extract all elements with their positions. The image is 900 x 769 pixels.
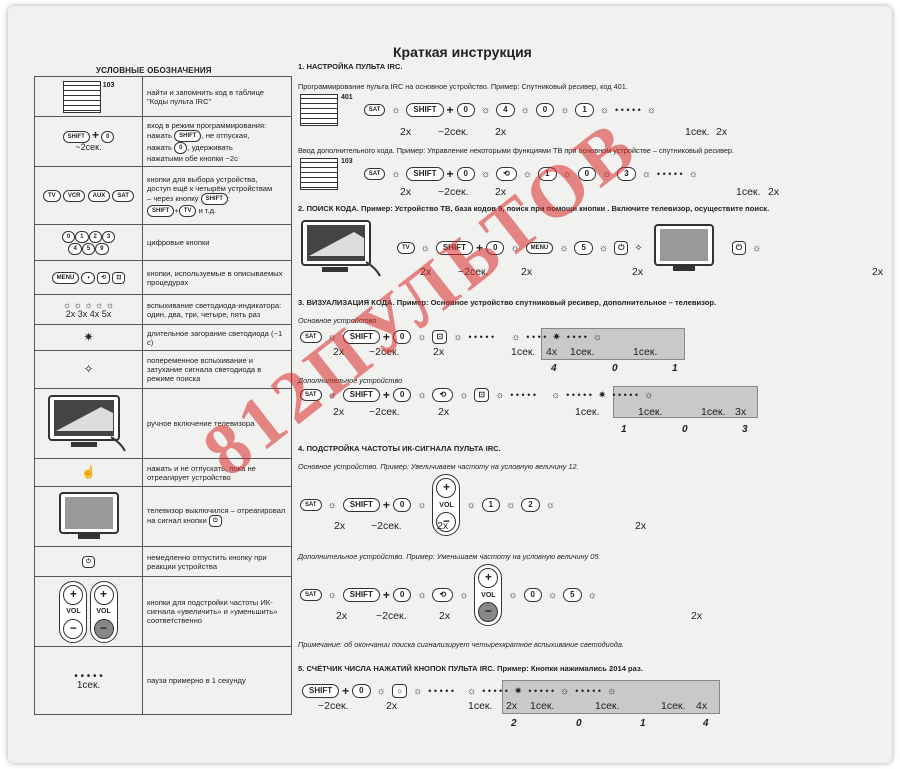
legend-row: TV VCR AUX SAT кнопки для выбора устройс… [34,166,292,225]
tv-train-icon [47,394,126,451]
section-2-seq: TV☼ SHIFT+0☼ MENU☼ 5☼ ⏻✧ ⏻☼ [298,218,764,278]
legend-row: ☝ нажать и не отпускать, пока не отреаги… [34,458,292,487]
legend-row: ✷ длительное загорание светодиода (~1 с) [34,324,292,351]
visualization-box-2 [613,386,758,418]
section-3-seq1: SAT☼ SHIFT+0☼ ⊡☼• • • • • ☼• • • •✷• • •… [300,330,605,344]
vol-up-icon: +VOL− [432,474,461,536]
legend-row: +VOL− +VOL− кнопки для подстройки частот… [34,576,292,647]
legend-row: ☼ ☼ ☼ ☼ ☼2x 3x 4x 5x вспыхивание светоди… [34,294,292,325]
instruction-sheet: Краткая инструкция УСЛОВНЫЕ ОБОЗНАЧЕНИЯ … [8,6,892,763]
shift-key-icon: SHIFT [147,204,175,217]
section-1-line1: Программирование пульта IRC на основное … [298,82,628,91]
aux-key-icon: AUX [87,189,111,202]
cycle-key-icon: ⟲ [496,167,517,181]
section-4-seq2: SAT☼ SHIFT+0☼ ⟲☼ +VOL−☼ 0☼ 5☼ [300,564,600,626]
cycle-key-icon: ⟲ [97,271,111,284]
power-release-icon: ⏻ [82,555,95,568]
section-1-seq1: 401 SAT☼ SHIFT+0☼ 4☼ 0☼ 1☼• • • • •☼ [300,94,659,126]
legend-row: SHIFT + 0~2сек. вход в режим программиро… [34,116,292,167]
section-1-line2: Ввод дополнительного кода. Пример: Управ… [298,146,735,155]
led-search-icon: ✧ [83,361,94,376]
contrast-key-icon: ◑ [81,271,96,284]
counter-box [502,680,720,714]
sat-key-icon: SAT [363,104,386,116]
tv-off-icon [58,491,119,539]
section-1-heading: 1. НАСТРОЙКА ПУЛЬТА IRC. [298,62,403,71]
zero-key-icon: 0 [174,141,188,154]
section-5-seq: SHIFT+0☼ ☼☼• • • • • ☼• • • • •✷• • • • … [302,684,619,698]
section-3-seq2: SAT☼ SHIFT+0☼ ⟲☼ ⊡☼• • • • • ☼• • • • •✷… [300,388,656,402]
tv-key-icon: TV [43,189,61,202]
cycle-key-icon: ⟲ [432,588,454,602]
section-5-heading: 5. СЧЁТЧИК ЧИСЛА НАЖАТИЙ КНОПОК ПУЛЬТА I… [298,664,643,673]
legend-row: • • • • •1сек. пауза примерно в 1 секунд… [34,646,292,715]
section-1-seq2: 103 SAT☼ SHIFT+0☼ ⟲☼ 1☼ 0☼ 3☼• • • • •☼ [300,158,701,190]
code-book-icon [300,94,338,126]
vcr-key-icon: VCR [62,189,86,202]
shift-key-icon: SHIFT [200,192,228,205]
screen-key-icon: ⊡ [474,388,490,402]
screen-key-icon: ⊡ [432,330,448,344]
power-key-icon: ⏻ [731,241,747,255]
tv-key-icon: TV [178,204,197,217]
menu-key-icon: MENU [51,271,80,284]
legend-row: телевизор выключился – отреагировал на с… [34,486,292,547]
sat-key-icon: SAT [112,189,134,202]
shift-key-icon: SHIFT [174,129,202,142]
vol-up-icon: +VOL− [59,580,88,643]
visualization-box-1 [541,328,685,360]
section-3-heading: 3. ВИЗУАЛИЗАЦИЯ КОДА. Пример: Основное у… [298,298,717,307]
legend-header: УСЛОВНЫЕ ОБОЗНАЧЕНИЯ [96,66,212,75]
code-book-icon [62,80,101,113]
legend-row: ✧ попеременное вспыхивание и затухание с… [34,350,292,389]
legend-row: MENU ◑ ⟲ ⊡ кнопки, используемые в описыв… [34,260,292,295]
section-4-heading: 4. ПОДСТРОЙКА ЧАСТОТЫ ИК-СИГНАЛА ПУЛЬТА … [298,444,501,453]
vol-down-icon: +VOL− [89,580,118,643]
hand-press-icon: ☝ [81,464,96,479]
led-icon: ☼ [391,104,401,116]
power-key-icon: ⏻ [614,241,629,255]
vol-down-icon: +VOL− [474,564,503,626]
cycle-key-icon: ⟲ [432,388,454,402]
screen-key-icon: ⊡ [112,271,126,284]
legend-row: ручное включение телевизора [34,388,292,459]
legend-table: 103 найти и запомнить код в таблице "Код… [34,76,292,715]
led-blink-icon: ☼ ☼ ☼ ☼ ☼ [62,299,115,310]
zero-key-icon: 0 [101,131,115,143]
power-key-icon: ⏻ [208,515,222,527]
section-4-seq1: SAT☼ SHIFT+0☼ +VOL−☼ 1☼ 2☼ [300,474,558,536]
tv-train-icon [301,220,381,277]
section-2-heading: 2. ПОИСК КОДА. Пример: Устройство ТВ, ба… [298,204,770,213]
note: Примечание: об окончании поиска сигнализ… [298,640,624,649]
led-long-icon: ✷ [83,329,94,344]
page-title: Краткая инструкция [393,44,532,60]
legend-row: 103 найти и запомнить код в таблице "Код… [34,76,292,117]
tv-off-icon [653,224,714,271]
legend-row: ⏻ немедленно отпустить кнопку при реакци… [34,546,292,577]
